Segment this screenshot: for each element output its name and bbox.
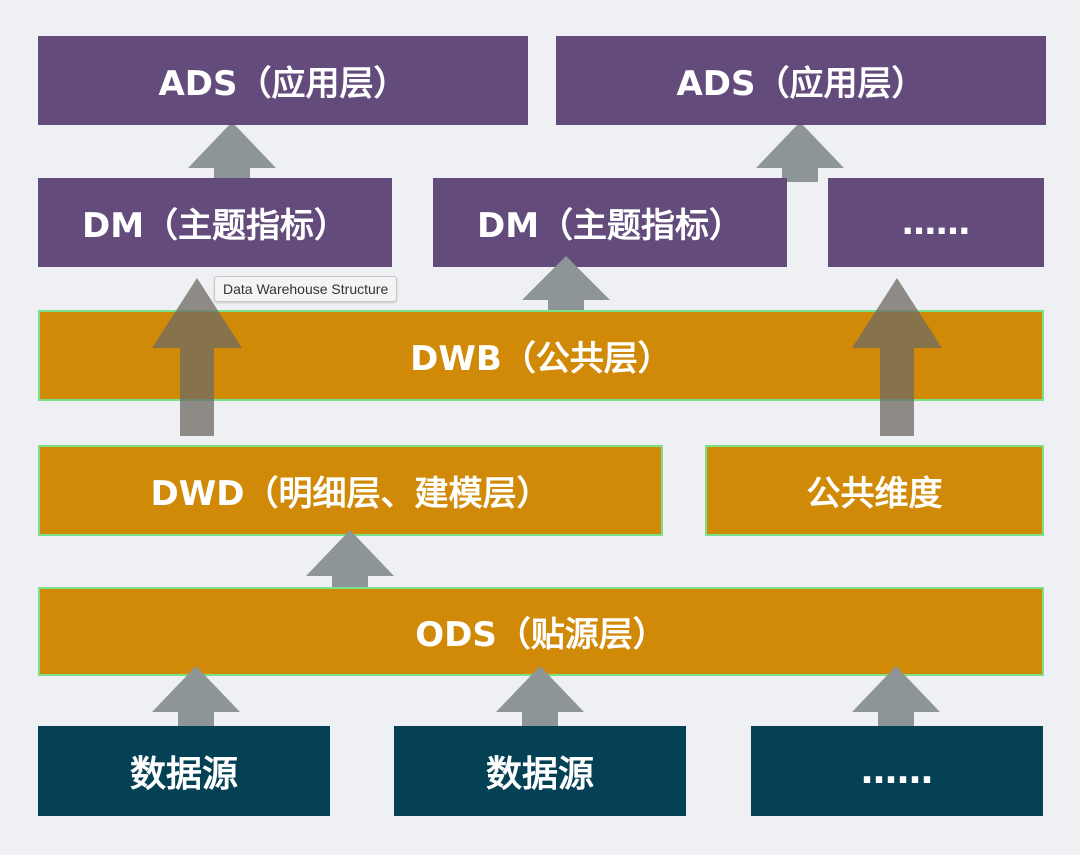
- arrow-source2-to-ods: [496, 666, 584, 728]
- ads-layer-left-label: ADS（应用层）: [158, 64, 408, 104]
- arrow-ods-to-dwd: [306, 530, 394, 590]
- arrow-dwd-to-dm-left: [152, 278, 242, 436]
- dwd-layer-label: DWD（明细层、建模层）: [150, 474, 551, 514]
- data-source-1: 数据源: [38, 726, 330, 816]
- arrow-dimension-to-dm-more: [852, 278, 942, 436]
- ads-layer-right-label: ADS（应用层）: [676, 64, 926, 104]
- data-source-more: ……: [751, 726, 1043, 816]
- dm-layer-more-label: ……: [902, 202, 970, 243]
- dm-layer-left: DM（主题指标）: [38, 178, 392, 267]
- ads-layer-left: ADS（应用层）: [38, 36, 528, 125]
- arrow-dwb-to-dm-middle: [522, 256, 610, 314]
- dm-layer-middle: DM（主题指标）: [433, 178, 787, 267]
- data-source-2: 数据源: [394, 726, 686, 816]
- dm-layer-middle-label: DM（主题指标）: [476, 206, 744, 246]
- arrow-dm-to-ads-left: [188, 122, 276, 182]
- ads-layer-right: ADS（应用层）: [556, 36, 1046, 125]
- arrow-dm-to-ads-right: [756, 122, 844, 182]
- dwb-layer-label: DWB（公共层）: [410, 339, 672, 379]
- arrow-source-more-to-ods: [852, 666, 940, 728]
- tooltip: Data Warehouse Structure: [214, 276, 398, 302]
- ods-layer-label: ODS（贴源层）: [415, 615, 667, 655]
- dwd-layer: DWD（明细层、建模层）: [38, 445, 663, 536]
- dm-layer-more: ……: [828, 178, 1044, 267]
- data-source-more-label: ……: [861, 750, 933, 792]
- common-dimension-label: 公共维度: [806, 474, 943, 514]
- data-source-1-label: 数据源: [129, 754, 238, 795]
- common-dimension-layer: 公共维度: [705, 445, 1044, 536]
- data-source-2-label: 数据源: [485, 754, 594, 795]
- arrow-source1-to-ods: [152, 666, 240, 728]
- dm-layer-left-label: DM（主题指标）: [81, 206, 349, 246]
- ods-layer: ODS（贴源层）: [38, 587, 1044, 676]
